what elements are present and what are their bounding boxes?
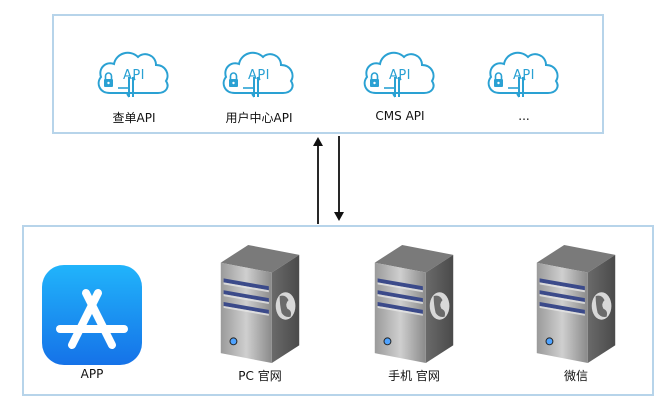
client-wechat[interactable]: 微信	[516, 227, 636, 387]
downward-arrowhead	[334, 212, 344, 221]
api-more[interactable]: API ...	[464, 16, 584, 126]
api-label: 查单API	[112, 111, 156, 125]
server-icon	[220, 245, 300, 363]
api-label: 用户中心API	[225, 111, 293, 125]
api-label: CMS API	[375, 109, 425, 123]
client-label: 微信	[563, 369, 588, 383]
upward-arrowhead	[313, 137, 323, 146]
api-cms[interactable]: API CMS API	[340, 16, 460, 126]
api-user-center[interactable]: API 用户中心API	[199, 16, 319, 126]
client-mobile-site[interactable]: 手机 官网	[354, 227, 474, 387]
server-icon	[536, 245, 616, 363]
server-icon	[374, 245, 454, 363]
client-label: PC 官网	[238, 369, 282, 383]
api-label: ...	[518, 109, 530, 123]
client-label: 手机 官网	[388, 369, 440, 383]
app-store-icon	[42, 265, 142, 365]
client-label: APP	[80, 367, 104, 381]
connection-arrows	[313, 136, 344, 224]
client-layer-panel: APP PC 官网 手机 官网 微信	[22, 225, 654, 396]
client-app[interactable]: APP	[32, 227, 152, 387]
cloud-text: API	[512, 68, 536, 83]
cloud-text: API	[388, 68, 412, 83]
api-query-order[interactable]: API 查单API	[74, 16, 194, 126]
cloud-text: API	[247, 68, 271, 83]
api-layer-panel: API 查单API API 用户中心API API CMS API API ..…	[52, 14, 604, 134]
client-pc-site[interactable]: PC 官网	[200, 227, 320, 387]
cloud-text: API	[122, 68, 146, 83]
